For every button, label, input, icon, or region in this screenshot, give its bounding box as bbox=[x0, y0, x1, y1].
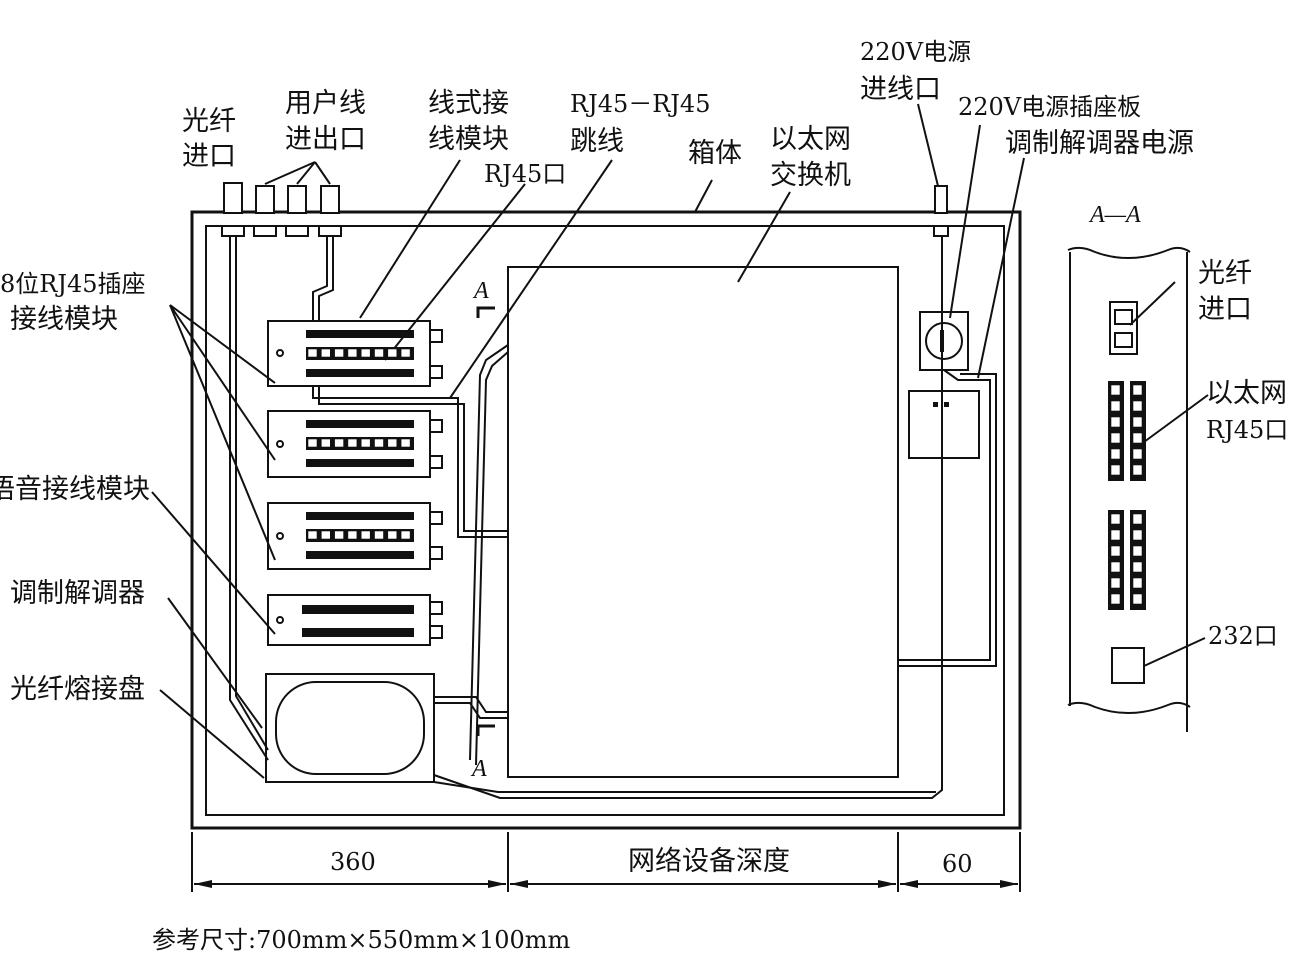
module-rj45-port bbox=[307, 348, 318, 358]
module-rj45-port bbox=[387, 348, 398, 358]
side-rj45-port bbox=[1110, 416, 1121, 428]
label-side-ethernet-1: 以太网 bbox=[1206, 378, 1287, 409]
ethernet-switch-box bbox=[507, 266, 899, 778]
module-rj45-port bbox=[374, 348, 384, 358]
label-rj45-port: RJ45口 bbox=[484, 160, 566, 188]
dimension-lines bbox=[191, 832, 1021, 892]
leader-lines bbox=[151, 103, 1025, 779]
side-rj45-port bbox=[1110, 448, 1121, 460]
side-rj45-port bbox=[1132, 529, 1143, 541]
label-ethernet-switch-2: 交换机 bbox=[770, 160, 851, 191]
dimension-middle: 网络设备深度 bbox=[628, 846, 790, 877]
side-rj45-port bbox=[1110, 561, 1121, 573]
fiber-splice-tray-box bbox=[265, 673, 435, 783]
label-wire-module-1: 线式接 bbox=[428, 88, 509, 119]
side-rj45-port bbox=[1110, 545, 1121, 557]
label-power-socket-board: 220V电源插座板 bbox=[958, 93, 1141, 121]
label-rj45-patch-2: 跳线 bbox=[570, 126, 624, 157]
dimension-left: 360 bbox=[330, 848, 376, 876]
module-rj45-port bbox=[347, 530, 358, 540]
voice-module-box bbox=[267, 594, 443, 646]
side-view bbox=[1067, 246, 1209, 732]
side-rj45-port bbox=[1110, 577, 1121, 589]
side-rj45-port bbox=[1110, 432, 1121, 444]
module-rj45-port bbox=[400, 530, 411, 540]
side-rj45-port bbox=[1132, 545, 1143, 557]
label-fiber-splice-tray: 光纤熔接盘 bbox=[10, 674, 145, 705]
module-rj45-port bbox=[320, 438, 331, 448]
module-rj45-port bbox=[334, 438, 344, 448]
module-rj45-port bbox=[347, 438, 358, 448]
module-rj45-port bbox=[307, 438, 318, 448]
label-ethernet-switch-1: 以太网 bbox=[770, 124, 851, 155]
modem-power-box bbox=[908, 390, 980, 459]
label-side-fiber-1: 光纤 bbox=[1198, 258, 1252, 289]
cabinet-outer bbox=[190, 210, 1022, 830]
side-rj45-port bbox=[1132, 432, 1143, 444]
label-cabinet: 箱体 bbox=[688, 138, 742, 169]
side-rj45-port bbox=[1110, 464, 1121, 476]
reference-size: 参考尺寸:700mm×550mm×100mm bbox=[152, 926, 571, 954]
label-side-fiber-2: 进口 bbox=[1198, 294, 1252, 325]
label-side-232: 232口 bbox=[1208, 622, 1278, 650]
label-power-inlet-1: 220V电源 bbox=[860, 38, 971, 66]
side-rj45-port bbox=[1132, 384, 1143, 396]
side-rj45-port bbox=[1110, 513, 1121, 525]
module-rj45-port bbox=[334, 348, 344, 358]
side-rj45-port bbox=[1132, 577, 1143, 589]
side-rj45-port bbox=[1132, 448, 1143, 460]
label-user-line-1: 用户线 bbox=[285, 88, 366, 119]
label-modem: 调制解调器 bbox=[10, 578, 145, 609]
side-rj45-port bbox=[1132, 416, 1143, 428]
side-rj45-port bbox=[1110, 400, 1121, 412]
dimension-right: 60 bbox=[942, 850, 973, 878]
side-rj45-port bbox=[1110, 384, 1121, 396]
label-user-line-2: 进出口 bbox=[285, 124, 366, 155]
side-rj45-port bbox=[1132, 561, 1143, 573]
label-side-ethernet-2: RJ45口 bbox=[1206, 416, 1288, 444]
label-section-a-top: A bbox=[472, 278, 489, 304]
side-rj45-port bbox=[1110, 593, 1121, 605]
module-2 bbox=[267, 410, 443, 478]
module-rj45-port bbox=[320, 530, 331, 540]
module-rj45-port bbox=[360, 438, 371, 448]
label-voice-module: 语音接线模块 bbox=[0, 474, 150, 505]
module-rj45-port bbox=[374, 438, 384, 448]
label-rj45-8pin-1: 8位RJ45插座 bbox=[0, 270, 146, 298]
module-rj45-port bbox=[400, 438, 411, 448]
module-rj45-port bbox=[374, 530, 384, 540]
module-rj45-port bbox=[307, 530, 318, 540]
section-marks bbox=[476, 306, 495, 736]
side-rj45-port bbox=[1132, 513, 1143, 525]
module-rj45-port bbox=[400, 348, 411, 358]
module-rj45-port bbox=[387, 438, 398, 448]
module-rj45-port bbox=[320, 348, 331, 358]
side-rj45-port bbox=[1110, 529, 1121, 541]
module-rj45-port bbox=[360, 530, 371, 540]
label-wire-module-2: 线模块 bbox=[428, 124, 509, 155]
label-rj45-8pin-2: 接线模块 bbox=[10, 304, 118, 335]
label-fiber-inlet-1: 光纤 bbox=[182, 106, 236, 137]
module-rj45-port bbox=[347, 348, 358, 358]
power-socket-board bbox=[919, 311, 969, 371]
side-rj45-port bbox=[1132, 400, 1143, 412]
module-rj45-port bbox=[334, 530, 344, 540]
label-power-inlet-2: 进线口 bbox=[860, 74, 941, 105]
module-rj45-port bbox=[360, 348, 371, 358]
module-rj45-port bbox=[387, 530, 398, 540]
label-section-title: A—A bbox=[1088, 202, 1141, 228]
label-fiber-inlet-2: 进口 bbox=[182, 141, 236, 172]
top-inlets bbox=[221, 182, 949, 237]
label-modem-power: 调制解调器电源 bbox=[1005, 128, 1194, 159]
side-rj45-port bbox=[1132, 464, 1143, 476]
side-rj45-port bbox=[1132, 593, 1143, 605]
label-rj45-patch-1: RJ45－RJ45 bbox=[570, 90, 710, 118]
label-section-a-bottom: A bbox=[470, 756, 487, 782]
